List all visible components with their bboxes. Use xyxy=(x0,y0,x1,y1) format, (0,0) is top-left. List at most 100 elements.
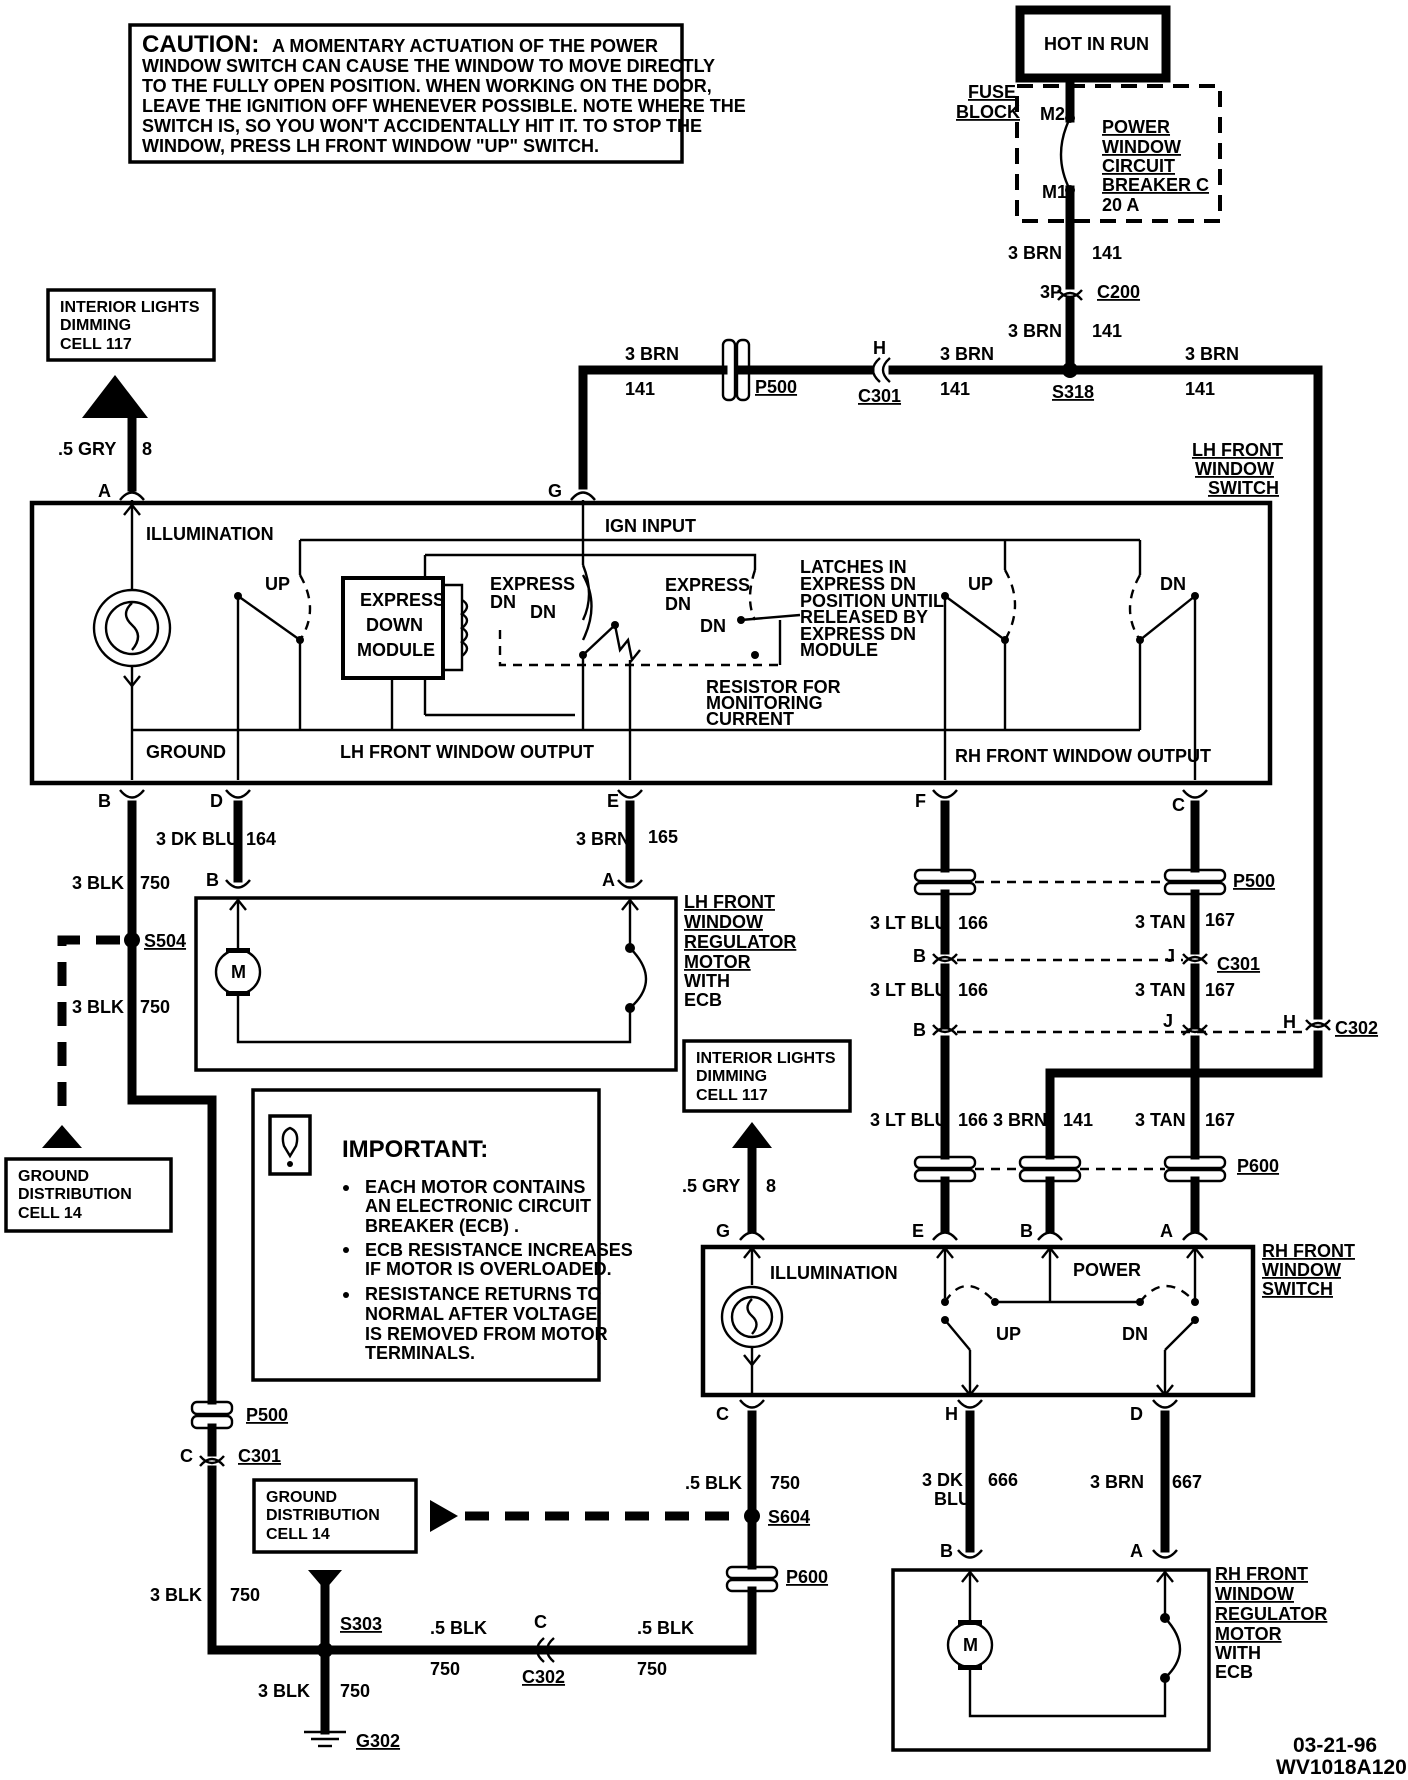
caution-line-3: TO THE FULLY OPEN POSITION. WHEN WORKING… xyxy=(142,76,712,96)
caution-line-6: WINDOW, PRESS LH FRONT WINDOW "UP" SWITC… xyxy=(142,136,599,156)
svg-text:WINDOW: WINDOW xyxy=(1262,1260,1341,1280)
svg-text:166: 166 xyxy=(958,980,988,1000)
svg-text:AN ELECTRONIC CIRCUIT: AN ELECTRONIC CIRCUIT xyxy=(365,1196,591,1216)
interior-lights-box-middle: INTERIOR LIGHTS DIMMING CELL 117 xyxy=(682,1039,852,1113)
svg-text:C302: C302 xyxy=(1335,1018,1378,1038)
svg-text:.5 GRY: .5 GRY xyxy=(58,439,116,459)
svg-text:H: H xyxy=(945,1404,958,1424)
svg-text:DIMMING: DIMMING xyxy=(60,317,131,334)
svg-text:CELL 14: CELL 14 xyxy=(266,1526,330,1543)
svg-text:C301: C301 xyxy=(858,386,901,406)
svg-text:B: B xyxy=(913,946,926,966)
svg-text:3 BRN: 3 BRN xyxy=(1008,243,1062,263)
svg-text:C: C xyxy=(180,1446,193,1466)
svg-text:MODULE: MODULE xyxy=(357,640,435,660)
svg-text:DISTRIBUTION: DISTRIBUTION xyxy=(18,1186,132,1203)
svg-text:750: 750 xyxy=(230,1585,260,1605)
svg-text:IMPORTANT:: IMPORTANT: xyxy=(342,1136,488,1163)
svg-text:CELL 117: CELL 117 xyxy=(696,1087,768,1104)
svg-text:ILLUMINATION: ILLUMINATION xyxy=(146,524,274,544)
svg-text:C: C xyxy=(1172,795,1185,815)
svg-text:G302: G302 xyxy=(356,1731,400,1751)
svg-text:C301: C301 xyxy=(238,1446,281,1466)
m2-label: M2 xyxy=(1040,104,1065,124)
breaker-label-2: WINDOW xyxy=(1102,137,1181,157)
svg-text:F: F xyxy=(915,791,926,811)
svg-text:3 LT BLU: 3 LT BLU xyxy=(870,980,948,1000)
footer-date: 03-21-96 xyxy=(1293,1734,1377,1757)
breaker-label-4: BREAKER C xyxy=(1102,175,1209,195)
svg-text:EXPRESS: EXPRESS xyxy=(665,575,750,595)
svg-text:RH FRONT WINDOW OUTPUT: RH FRONT WINDOW OUTPUT xyxy=(955,746,1211,766)
svg-text:MOTOR: MOTOR xyxy=(1215,1624,1282,1644)
svg-text:CELL 117: CELL 117 xyxy=(60,336,132,353)
lh-front-window-switch: LH FRONT WINDOW SWITCH A G ILLUMINATION … xyxy=(29,440,1283,786)
breaker-rating: 20 A xyxy=(1102,195,1139,215)
svg-text:A: A xyxy=(1130,1541,1143,1561)
svg-text:EXPRESS: EXPRESS xyxy=(490,574,575,594)
svg-text:3 BRN: 3 BRN xyxy=(576,829,630,849)
svg-text:H: H xyxy=(873,338,886,358)
svg-text:DOWN: DOWN xyxy=(366,615,423,635)
svg-text:RELEASED BY: RELEASED BY xyxy=(800,607,928,627)
svg-text:141: 141 xyxy=(1092,243,1122,263)
svg-text:.5 BLK: .5 BLK xyxy=(637,1618,694,1638)
fuse-block: FUSE BLOCK M2 M1 POWER WINDOW CIRCUIT BR… xyxy=(956,73,1222,223)
svg-text:P600: P600 xyxy=(786,1567,828,1587)
svg-text:B: B xyxy=(913,1020,926,1040)
footer-code: WV1018A120 xyxy=(1276,1756,1407,1779)
svg-text:ECB RESISTANCE INCREASES: ECB RESISTANCE INCREASES xyxy=(365,1240,633,1260)
svg-text:WINDOW: WINDOW xyxy=(1215,1584,1294,1604)
svg-text:3 DK BLU: 3 DK BLU xyxy=(156,829,239,849)
breaker-label-3: CIRCUIT xyxy=(1102,156,1175,176)
svg-text:A: A xyxy=(1160,1221,1173,1241)
svg-text:DN: DN xyxy=(665,594,691,614)
svg-text:8: 8 xyxy=(142,439,152,459)
svg-text:RH FRONT: RH FRONT xyxy=(1262,1241,1355,1261)
svg-text:EXPRESS DN: EXPRESS DN xyxy=(800,574,916,594)
svg-text:MOTOR: MOTOR xyxy=(684,952,751,972)
svg-text:MODULE: MODULE xyxy=(800,640,878,660)
svg-text:A: A xyxy=(602,870,615,890)
svg-text:IF MOTOR IS OVERLOADED.: IF MOTOR IS OVERLOADED. xyxy=(365,1259,612,1279)
svg-text:.5 GRY: .5 GRY xyxy=(682,1176,740,1196)
svg-text:141: 141 xyxy=(1063,1110,1093,1130)
rh-front-window-switch: RH FRONT WINDOW SWITCH ILLUMINATION POWE… xyxy=(700,1241,1355,1398)
svg-text:WITH: WITH xyxy=(1215,1643,1261,1663)
caution-title: CAUTION: xyxy=(142,31,259,58)
caution-line-1: A MOMENTARY ACTUATION OF THE POWER xyxy=(272,36,658,56)
svg-text:C: C xyxy=(716,1404,729,1424)
svg-text:8: 8 xyxy=(766,1176,776,1196)
svg-text:3 BRN: 3 BRN xyxy=(940,344,994,364)
svg-text:750: 750 xyxy=(140,997,170,1017)
svg-text:G: G xyxy=(716,1221,730,1241)
breaker-label-1: POWER xyxy=(1102,117,1170,137)
svg-text:BLU: BLU xyxy=(934,1489,971,1509)
svg-text:D: D xyxy=(1130,1404,1143,1424)
svg-text:141: 141 xyxy=(625,379,655,399)
important-note: IMPORTANT: EACH MOTOR CONTAINS AN ELECTR… xyxy=(251,1088,633,1382)
svg-text:141: 141 xyxy=(1092,321,1122,341)
svg-text:LH FRONT WINDOW OUTPUT: LH FRONT WINDOW OUTPUT xyxy=(340,742,594,762)
svg-text:EXPRESS: EXPRESS xyxy=(360,590,445,610)
caution-line-4: LEAVE THE IGNITION OFF WHENEVER POSSIBLE… xyxy=(142,96,746,116)
svg-text:REGULATOR: REGULATOR xyxy=(684,932,796,952)
svg-text:S303: S303 xyxy=(340,1614,382,1634)
hot-in-run-label: HOT IN RUN xyxy=(1044,34,1149,54)
svg-text:M: M xyxy=(231,962,246,982)
svg-text:S318: S318 xyxy=(1052,382,1094,402)
svg-text:S504: S504 xyxy=(144,931,186,951)
svg-text:3 BRN: 3 BRN xyxy=(993,1110,1047,1130)
svg-text:UP: UP xyxy=(265,574,290,594)
ground-distribution-box-center: GROUND DISTRIBUTION CELL 14 xyxy=(252,1478,418,1554)
svg-text:165: 165 xyxy=(648,827,678,847)
svg-text:666: 666 xyxy=(988,1470,1018,1490)
svg-text:B: B xyxy=(206,870,219,890)
svg-text:GROUND: GROUND xyxy=(146,742,226,762)
svg-text:3 BLK: 3 BLK xyxy=(150,1585,202,1605)
svg-text:J: J xyxy=(1165,946,1175,966)
svg-text:3 BRN: 3 BRN xyxy=(1008,321,1062,341)
svg-text:IGN INPUT: IGN INPUT xyxy=(605,516,696,536)
svg-text:LH FRONT: LH FRONT xyxy=(1192,440,1283,460)
